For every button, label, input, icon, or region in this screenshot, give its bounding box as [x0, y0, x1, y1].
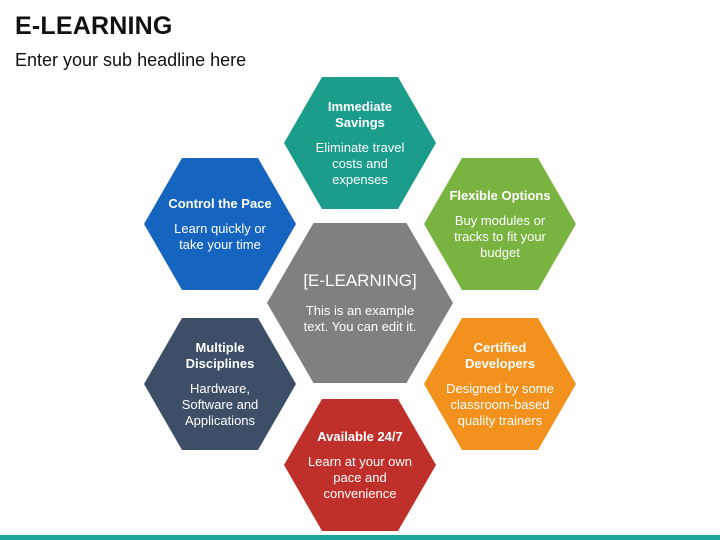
- hexagon-title: Available 24/7: [317, 428, 403, 444]
- hexagon-control-the-pace: Control the Pace Learn quickly or take y…: [144, 158, 296, 290]
- hexagon-immediate-savings: Immediate Savings Eliminate travel costs…: [284, 77, 436, 209]
- page-title: E-LEARNING: [15, 12, 173, 40]
- hexagon-text: Hardware, Software and Applications: [181, 380, 259, 428]
- hexagon-title: Immediate Savings: [327, 98, 393, 130]
- center-hexagon: [E-LEARNING] This is an example text. Yo…: [267, 223, 453, 383]
- hexagon-available-24-7: Available 24/7 Learn at your own pace an…: [284, 399, 436, 531]
- hexagon-title: Multiple Disciplines: [185, 339, 255, 371]
- bottom-accent-bar: [0, 535, 720, 540]
- hexagon-text: Learn at your own pace and convenience: [307, 453, 413, 501]
- hexagon-flexible-options: Flexible Options Buy modules or tracks t…: [424, 158, 576, 290]
- hexagon-text: Eliminate travel costs and expenses: [315, 139, 405, 187]
- hexagon-title: Control the Pace: [168, 195, 272, 211]
- hexagon-text: Learn quickly or take your time: [174, 220, 266, 252]
- hexagon-text: Designed by some classroom-based quality…: [446, 380, 554, 428]
- page-subtitle: Enter your sub headline here: [15, 50, 247, 70]
- hexagon-multiple-disciplines: Multiple Disciplines Hardware, Software …: [144, 318, 296, 450]
- center-hexagon-text: This is an example text. You can edit it…: [303, 303, 417, 334]
- center-hexagon-title: [E-LEARNING]: [303, 271, 417, 290]
- hexagon-text: Buy modules or tracks to fit your budget: [454, 212, 546, 260]
- hexagon-title: Flexible Options: [449, 187, 551, 203]
- hexagon-certified-developers: Certified Developers Designed by some cl…: [424, 318, 576, 450]
- hexagon-title: Certified Developers: [464, 339, 536, 371]
